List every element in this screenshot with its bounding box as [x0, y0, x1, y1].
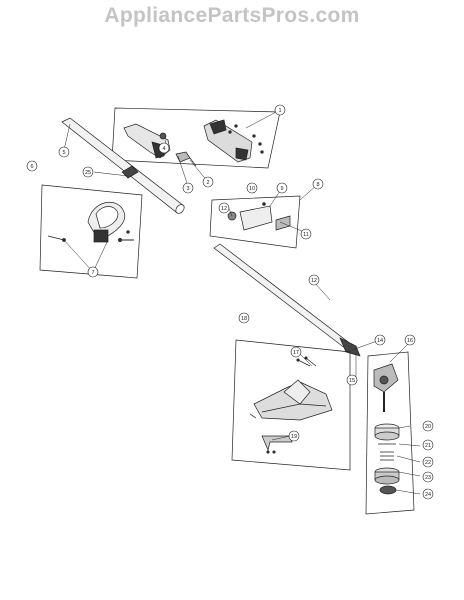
auxiliary-handle — [87, 201, 126, 243]
callout-number: 14 — [377, 338, 383, 344]
callout-circle — [238, 312, 250, 324]
callout-number: 25 — [85, 170, 91, 176]
trigger-switch-part — [175, 151, 197, 167]
group-box-16 — [365, 351, 415, 515]
callout-c4: 4 — [158, 142, 170, 154]
callout-circle — [182, 182, 194, 194]
callout-number: 5 — [62, 150, 65, 156]
callout-circle — [308, 274, 320, 286]
callout-c25: 25 — [82, 166, 94, 178]
callout-c5: 5 — [58, 146, 70, 158]
callout-circle — [300, 228, 312, 240]
group-box-1 — [111, 107, 281, 169]
callout-number: 21 — [425, 443, 431, 449]
callout-circle — [422, 420, 434, 432]
callout-number: 9 — [280, 186, 283, 192]
callout-c22: 22 — [422, 456, 434, 468]
callout-circle — [288, 430, 300, 442]
callout-number: 10 — [249, 186, 255, 192]
callout-c3: 3 — [182, 182, 194, 194]
callout-number: 6 — [30, 164, 33, 170]
callout-number: 16 — [407, 338, 413, 344]
housing-right-half — [203, 119, 253, 163]
callout-c18: 18 — [238, 312, 250, 324]
lower-shaft-tube — [213, 243, 361, 357]
callout-circle — [422, 456, 434, 468]
callout-number: 8 — [316, 182, 319, 188]
callout-circle — [82, 166, 94, 178]
callout-number: 22 — [425, 460, 431, 466]
callout-c15: 15 — [346, 374, 358, 386]
callout-circle — [246, 182, 258, 194]
callout-c7: 7 — [87, 266, 99, 278]
callout-circle — [290, 346, 302, 358]
callout-c11: 11 — [300, 228, 312, 240]
leader-lines — [63, 109, 421, 495]
upper-shaft-tube — [61, 117, 185, 214]
callout-circle — [158, 142, 170, 154]
callout-circle — [422, 471, 434, 483]
callout-circle — [346, 374, 358, 386]
callout-circle — [58, 146, 70, 158]
callout-number: 17 — [293, 350, 299, 356]
callout-c14: 14 — [374, 334, 386, 346]
group-box-18 — [231, 339, 351, 471]
spool-assembly — [374, 423, 400, 495]
callout-number: 23 — [425, 475, 431, 481]
callout-circle — [276, 182, 288, 194]
callout-c8: 8 — [312, 178, 324, 190]
callout-circle — [374, 334, 386, 346]
callout-number: 1 — [278, 108, 281, 114]
callout-circle — [87, 266, 99, 278]
callout-number: 11 — [303, 232, 309, 238]
callout-number: 4 — [162, 146, 165, 152]
callout-c17: 17 — [290, 346, 302, 358]
callout-circle — [274, 104, 286, 116]
callout-c6: 6 — [26, 160, 38, 172]
callout-c12b: 12 — [308, 274, 320, 286]
callout-c19: 19 — [288, 430, 300, 442]
guard-screws — [296, 356, 317, 367]
callout-number: 12 — [221, 206, 227, 212]
callout-number: 15 — [349, 378, 355, 384]
callout-number: 18 — [241, 316, 247, 322]
callout-c10: 10 — [246, 182, 258, 194]
callout-layer: 1234567891011121214151617181920212223242… — [26, 104, 434, 500]
callout-c9: 9 — [276, 182, 288, 194]
grass-guard — [249, 379, 333, 421]
callout-circle — [218, 202, 230, 214]
housing-screws — [228, 124, 264, 154]
callout-c1: 1 — [274, 104, 286, 116]
callout-number: 20 — [425, 424, 431, 430]
callout-circle — [26, 160, 38, 172]
handle-bolts — [47, 230, 134, 242]
callout-c16: 16 — [404, 334, 416, 346]
callout-number: 12 — [311, 278, 317, 284]
callout-circle — [202, 176, 214, 188]
callout-circle — [422, 439, 434, 451]
callout-circle — [404, 334, 416, 346]
callout-circle — [422, 488, 434, 500]
shaft-coupler — [227, 202, 291, 231]
callout-number: 19 — [291, 434, 297, 440]
callout-number: 24 — [425, 492, 431, 498]
callout-c23: 23 — [422, 471, 434, 483]
callout-c24: 24 — [422, 488, 434, 500]
cutter-blade-bracket — [261, 435, 293, 454]
callout-c20: 20 — [422, 420, 434, 432]
callout-c2: 2 — [202, 176, 214, 188]
callout-c12: 12 — [218, 202, 230, 214]
group-box-6 — [39, 184, 143, 279]
callout-number: 7 — [91, 270, 94, 276]
callout-circle — [312, 178, 324, 190]
watermark-logo: AppliancePartsPros.com — [104, 4, 360, 27]
callout-c21: 21 — [422, 439, 434, 451]
group-box-8 — [209, 195, 301, 249]
callout-number: 3 — [186, 186, 189, 192]
gear-head — [373, 363, 399, 412]
callout-number: 2 — [206, 180, 209, 186]
